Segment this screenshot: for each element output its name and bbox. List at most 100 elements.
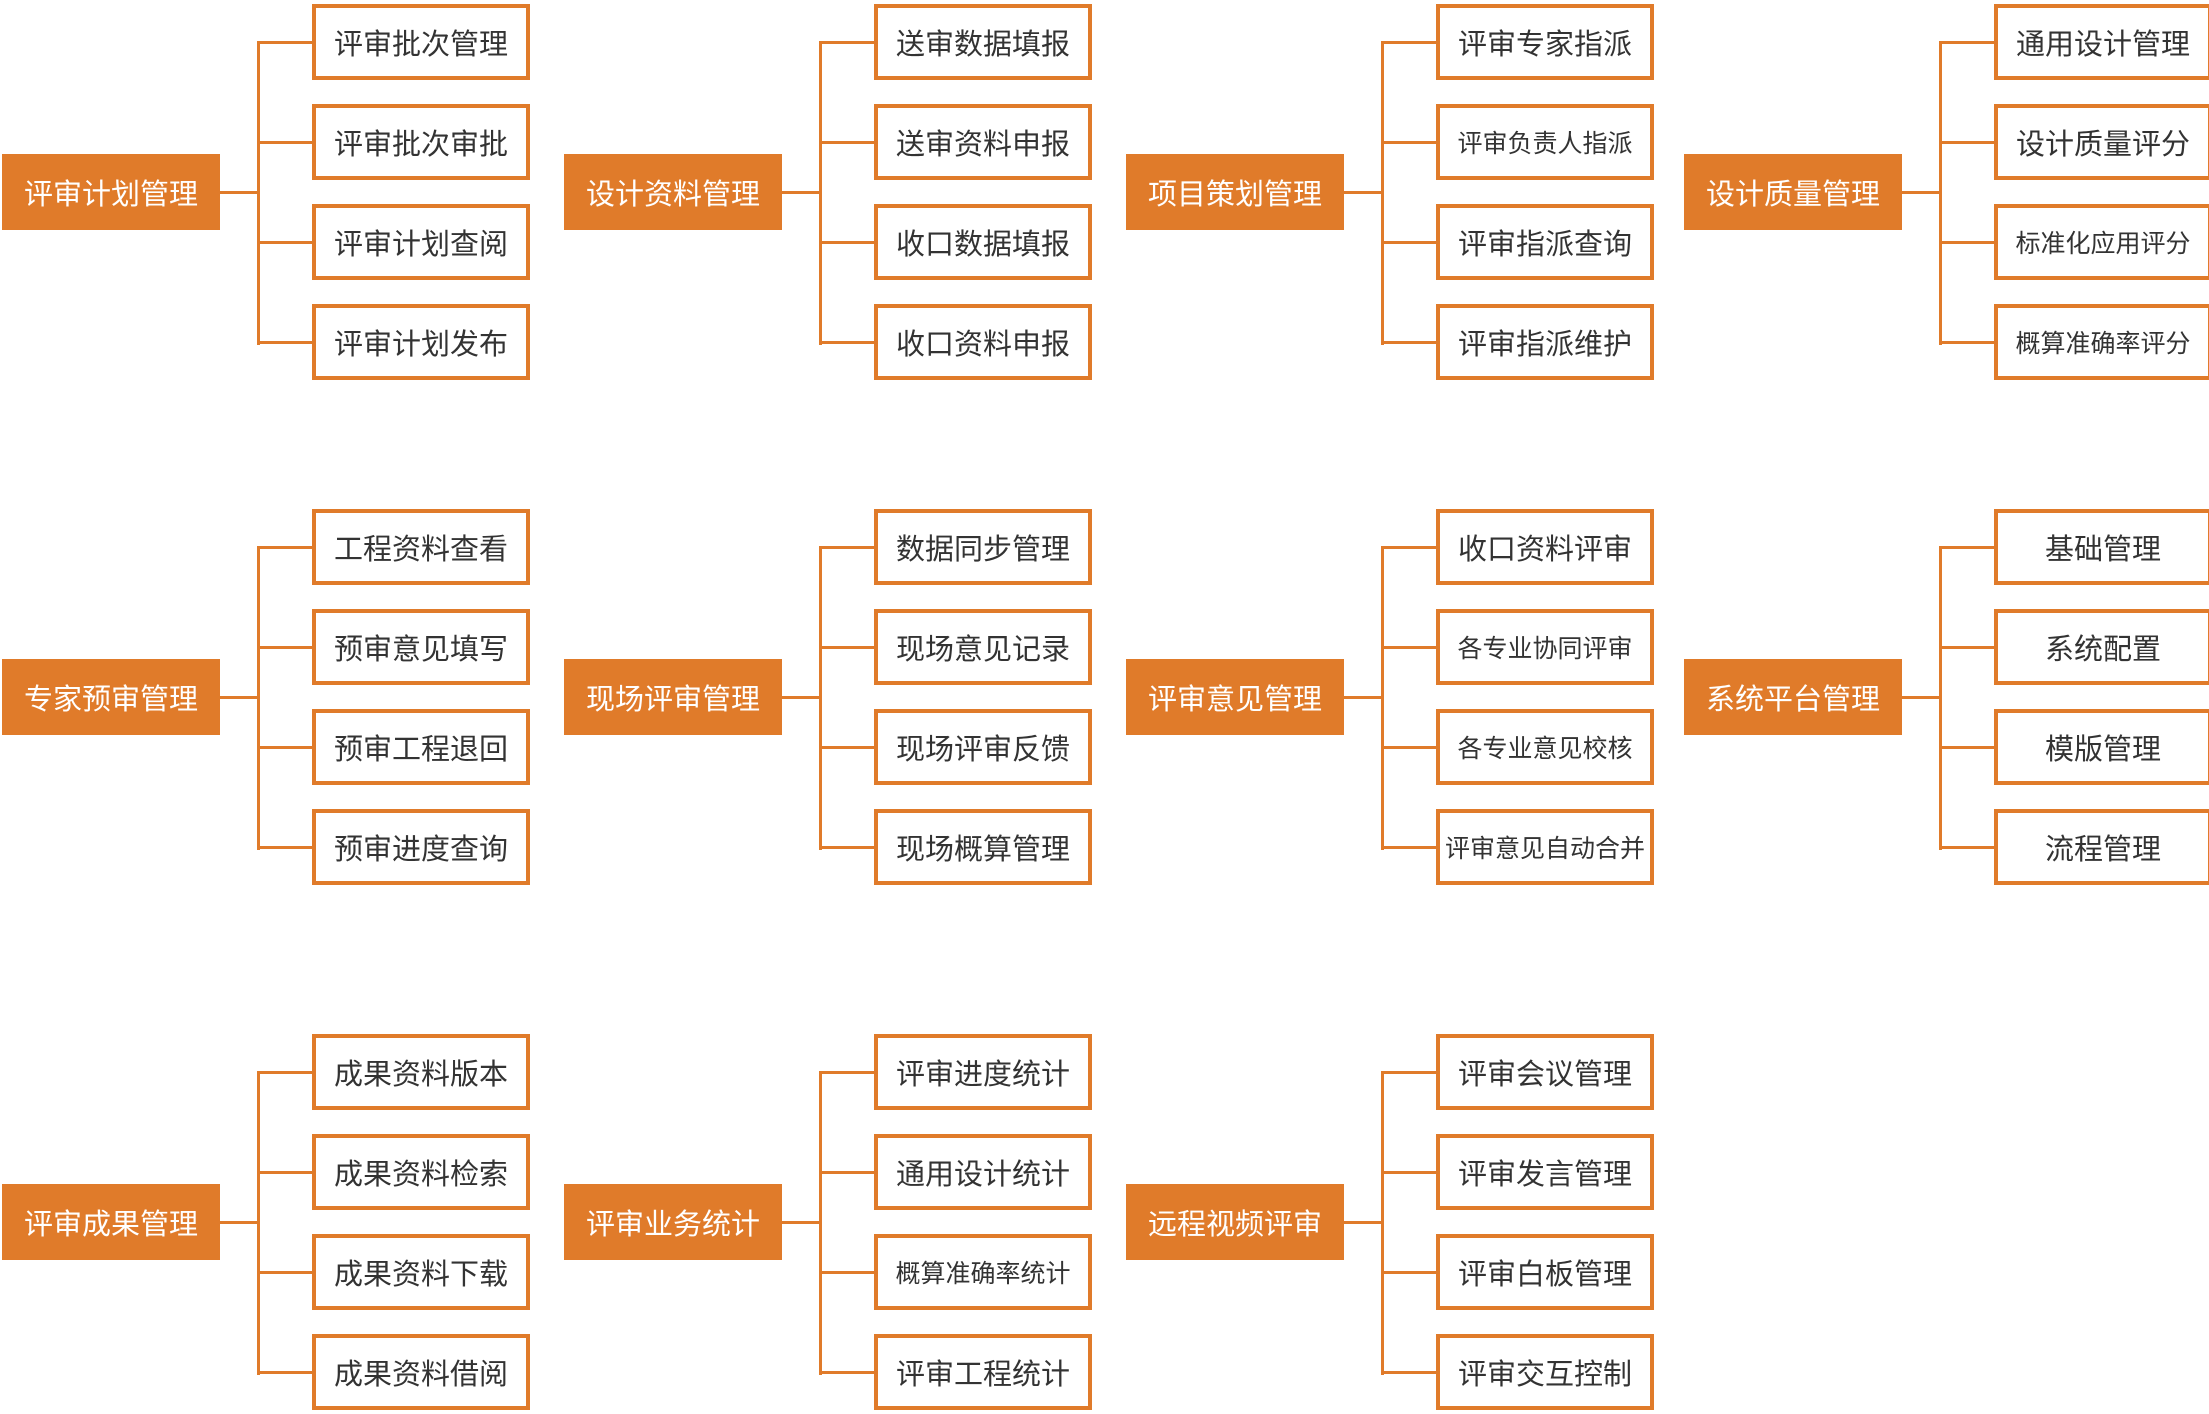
child-node: 评审指派维护 (1436, 304, 1654, 380)
child-node: 评审批次管理 (312, 4, 530, 80)
child-node: 预审意见填写 (312, 609, 530, 685)
child-node: 设计质量评分 (1994, 104, 2209, 180)
connector-line (257, 40, 312, 44)
connector-line (1381, 1270, 1436, 1274)
connector-line (1344, 190, 1381, 194)
connector-line (257, 1370, 312, 1374)
connector-line (1381, 645, 1436, 649)
parent-node: 评审计划管理 (2, 154, 220, 230)
connector-line (257, 545, 312, 549)
child-node: 现场评审反馈 (874, 709, 1092, 785)
parent-node: 评审业务统计 (564, 1184, 782, 1260)
connector-line (257, 140, 312, 144)
connector-line (1381, 1072, 1384, 1375)
connector-line (257, 1270, 312, 1274)
child-node: 工程资料查看 (312, 509, 530, 585)
child-node: 评审交互控制 (1436, 1334, 1654, 1410)
child-node: 评审专家指派 (1436, 4, 1654, 80)
parent-node: 专家预审管理 (2, 659, 220, 735)
child-node: 评审发言管理 (1436, 1134, 1654, 1210)
connector-line (819, 845, 874, 849)
child-node: 评审指派查询 (1436, 204, 1654, 280)
connector-line (220, 695, 257, 699)
child-node: 模版管理 (1994, 709, 2209, 785)
connector-line (819, 340, 874, 344)
connector-line (257, 42, 260, 345)
child-node: 成果资料检索 (312, 1134, 530, 1210)
child-node: 概算准确率统计 (874, 1234, 1092, 1310)
connector-line (819, 547, 822, 850)
connector-line (257, 645, 312, 649)
connector-line (782, 190, 819, 194)
child-node: 送审数据填报 (874, 4, 1092, 80)
parent-node: 评审成果管理 (2, 1184, 220, 1260)
connector-line (1344, 1220, 1381, 1224)
connector-line (257, 340, 312, 344)
connector-line (819, 1072, 822, 1375)
connector-line (1939, 547, 1942, 850)
parent-node: 系统平台管理 (1684, 659, 1902, 735)
connector-line (257, 845, 312, 849)
connector-line (1381, 547, 1384, 850)
child-node: 预审进度查询 (312, 809, 530, 885)
connector-line (1939, 545, 1994, 549)
child-node: 评审会议管理 (1436, 1034, 1654, 1110)
parent-node: 远程视频评审 (1126, 1184, 1344, 1260)
connector-line (1381, 1170, 1436, 1174)
child-node: 基础管理 (1994, 509, 2209, 585)
connector-line (1939, 240, 1994, 244)
child-node: 收口数据填报 (874, 204, 1092, 280)
connector-line (1939, 140, 1994, 144)
connector-line (1939, 40, 1994, 44)
child-node: 系统配置 (1994, 609, 2209, 685)
connector-line (257, 1170, 312, 1174)
child-node: 成果资料下载 (312, 1234, 530, 1310)
parent-node: 设计质量管理 (1684, 154, 1902, 230)
connector-line (1381, 1370, 1436, 1374)
child-node: 评审批次审批 (312, 104, 530, 180)
connector-line (1381, 745, 1436, 749)
child-node: 评审进度统计 (874, 1034, 1092, 1110)
child-node: 通用设计管理 (1994, 4, 2209, 80)
connector-line (819, 1070, 874, 1074)
child-node: 评审负责人指派 (1436, 104, 1654, 180)
connector-line (819, 140, 874, 144)
parent-node: 项目策划管理 (1126, 154, 1344, 230)
connector-line (1381, 140, 1436, 144)
child-node: 收口资料评审 (1436, 509, 1654, 585)
child-node: 评审计划发布 (312, 304, 530, 380)
connector-line (1381, 845, 1436, 849)
connector-line (819, 545, 874, 549)
child-node: 通用设计统计 (874, 1134, 1092, 1210)
connector-line (220, 190, 257, 194)
connector-line (1381, 340, 1436, 344)
connector-line (1381, 240, 1436, 244)
child-node: 评审计划查阅 (312, 204, 530, 280)
child-node: 评审工程统计 (874, 1334, 1092, 1410)
connector-line (819, 42, 822, 345)
connector-line (257, 1072, 260, 1375)
connector-line (819, 40, 874, 44)
child-node: 预审工程退回 (312, 709, 530, 785)
connector-line (1344, 695, 1381, 699)
connector-line (257, 745, 312, 749)
parent-node: 评审意见管理 (1126, 659, 1344, 735)
connector-line (257, 240, 312, 244)
connector-line (257, 547, 260, 850)
connector-line (1939, 645, 1994, 649)
connector-line (782, 1220, 819, 1224)
connector-line (1381, 42, 1384, 345)
child-node: 标准化应用评分 (1994, 204, 2209, 280)
child-node: 送审资料申报 (874, 104, 1092, 180)
connector-line (819, 1170, 874, 1174)
connector-line (1902, 695, 1939, 699)
child-node: 收口资料申报 (874, 304, 1092, 380)
connector-line (1381, 40, 1436, 44)
connector-line (819, 1270, 874, 1274)
connector-line (782, 695, 819, 699)
connector-line (1939, 42, 1942, 345)
child-node: 现场意见记录 (874, 609, 1092, 685)
child-node: 成果资料借阅 (312, 1334, 530, 1410)
connector-line (1902, 190, 1939, 194)
